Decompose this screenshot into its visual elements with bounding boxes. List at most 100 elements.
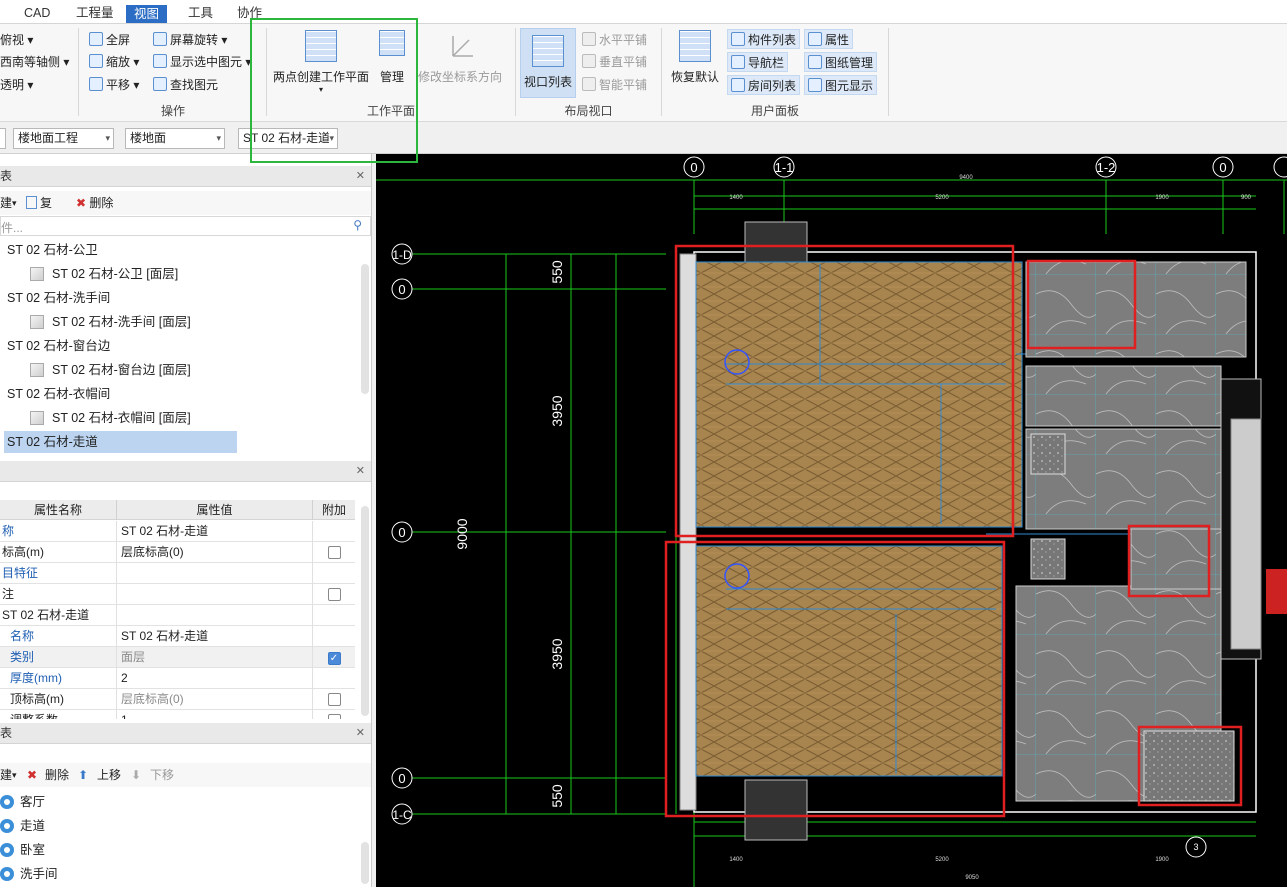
- smart-tile-button[interactable]: 智能平铺: [582, 75, 647, 95]
- tree-item[interactable]: ST 02 石材-公卫 [面层]: [30, 263, 178, 285]
- tree-item[interactable]: ST 02 石材-衣帽间 [面层]: [30, 407, 191, 429]
- drawing-mgmt-toggle[interactable]: 图纸管理: [804, 52, 878, 72]
- menu-view[interactable]: 视图: [126, 5, 168, 23]
- dim-top-seg-3: 900: [1241, 195, 1252, 201]
- cad-viewport[interactable]: 0 1-1 1-2 0 1-D 0 0 0 1-C 550 3950 9000 …: [376, 154, 1287, 887]
- properties-toggle[interactable]: 属性: [804, 29, 854, 49]
- zoom-button[interactable]: 缩放 ▾: [89, 52, 139, 72]
- property-row[interactable]: 目特征: [0, 563, 355, 584]
- new-room-button[interactable]: 建: [0, 768, 13, 782]
- close-icon[interactable]: ✕: [355, 727, 365, 739]
- property-value[interactable]: 1: [117, 710, 313, 719]
- delete-button[interactable]: ✖ 删除: [76, 196, 114, 210]
- properties-icon: [808, 32, 822, 46]
- new-component-button[interactable]: 建: [0, 196, 13, 210]
- navigator-toggle[interactable]: 导航栏: [727, 52, 789, 72]
- gear-icon: [0, 843, 14, 857]
- tree-item-label: ST 02 石材-窗台边 [面层]: [52, 363, 191, 377]
- move-down-button[interactable]: 下移: [150, 768, 175, 782]
- room-item[interactable]: 走道: [0, 814, 45, 838]
- search-icon[interactable]: ⚲: [353, 218, 362, 232]
- property-value[interactable]: [117, 563, 313, 584]
- room-delete-button[interactable]: 删除: [45, 768, 70, 782]
- extra-checkbox[interactable]: [327, 588, 341, 601]
- pan-button[interactable]: 平移 ▾: [89, 75, 139, 95]
- property-row[interactable]: 调整系数1: [0, 710, 355, 719]
- copy-button[interactable]: 复制: [26, 191, 52, 234]
- show-selected-button[interactable]: 显示选中图元 ▾: [153, 52, 251, 72]
- element-display-toggle[interactable]: 图元显示: [804, 75, 878, 95]
- property-row[interactable]: ST 02 石材-走道: [0, 605, 355, 626]
- tree-item[interactable]: ST 02 石材-走道: [4, 431, 237, 453]
- pan-icon: [89, 77, 103, 91]
- room-list-toggle[interactable]: 房间列表: [727, 75, 801, 95]
- search-input[interactable]: 件...: [1, 221, 24, 235]
- element-display-icon: [808, 78, 822, 92]
- restore-default-button[interactable]: 恢复默认: [668, 30, 722, 85]
- top-view-dropdown[interactable]: 俯视 ▾: [0, 33, 34, 47]
- col-prop-name: 属性名称: [0, 500, 117, 520]
- property-value[interactable]: 层底标高(0): [117, 689, 313, 710]
- fullscreen-button[interactable]: 全屏: [89, 30, 130, 50]
- sw-iso-dropdown[interactable]: 西南等轴侧 ▾: [0, 55, 70, 69]
- component-combo[interactable]: ST 02 石材-走道▾: [238, 128, 338, 149]
- property-value[interactable]: 2: [117, 668, 313, 689]
- room-scrollbar[interactable]: [361, 842, 369, 884]
- v-tile-button[interactable]: 垂直平铺: [582, 52, 647, 72]
- room-item[interactable]: 卧室: [0, 838, 45, 862]
- property-value[interactable]: 层底标高(0): [117, 542, 313, 563]
- component-search[interactable]: 件... ⚲: [0, 216, 371, 236]
- menu-cad[interactable]: CAD: [24, 6, 51, 20]
- component-list-toggle[interactable]: 构件列表: [727, 29, 801, 49]
- extra-checkbox[interactable]: [327, 693, 341, 706]
- property-row[interactable]: 类别面层✓: [0, 647, 355, 668]
- highlight-box-bath: [1026, 259, 1137, 350]
- extra-checkbox[interactable]: ✓: [327, 652, 341, 665]
- property-scrollbar[interactable]: [361, 506, 369, 716]
- close-icon[interactable]: ✕: [355, 170, 365, 182]
- property-row[interactable]: 顶标高(m)层底标高(0): [0, 689, 355, 710]
- floor-combo-stub[interactable]: [0, 128, 6, 149]
- property-value[interactable]: 面层: [117, 647, 313, 668]
- room-item[interactable]: 客厅: [0, 790, 45, 814]
- property-value[interactable]: ST 02 石材-走道: [117, 521, 313, 542]
- tree-scrollbar[interactable]: [361, 264, 369, 394]
- screen-rotate-button[interactable]: 屏幕旋转 ▾: [153, 30, 227, 50]
- extra-checkbox[interactable]: [327, 714, 341, 719]
- h-tile-button[interactable]: 水平平铺: [582, 30, 647, 50]
- workplane-manage-button[interactable]: 管理: [374, 30, 410, 85]
- menu-quantity[interactable]: 工程量: [76, 6, 114, 20]
- transparent-dropdown[interactable]: 透明 ▾: [0, 78, 34, 92]
- property-value[interactable]: [117, 584, 313, 605]
- property-row[interactable]: 厚度(mm)2: [0, 668, 355, 689]
- close-icon[interactable]: ✕: [355, 465, 365, 477]
- dim-left-2: 9000: [454, 518, 470, 549]
- room-item[interactable]: 洗手间: [0, 862, 58, 886]
- viewport-list-button[interactable]: 视口列表: [520, 28, 576, 98]
- tree-item[interactable]: ST 02 石材-窗台边 [面层]: [30, 359, 191, 381]
- two-point-workplane-button[interactable]: 两点创建工作平面▾: [272, 30, 370, 94]
- tree-item[interactable]: ST 02 石材-公卫: [4, 239, 98, 261]
- property-row[interactable]: 标高(m)层底标高(0): [0, 542, 355, 563]
- category-combo[interactable]: 楼地面工程▾: [13, 128, 114, 149]
- restore-icon: [679, 30, 711, 62]
- property-value[interactable]: [117, 605, 313, 626]
- move-up-button[interactable]: 上移: [97, 768, 122, 782]
- modify-coord-button[interactable]: 修改坐标系方向: [416, 30, 504, 85]
- property-value[interactable]: ST 02 石材-走道: [117, 626, 313, 647]
- floor-plan-drawing[interactable]: 0 1-1 1-2 0 1-D 0 0 0 1-C 550 3950 9000 …: [376, 154, 1287, 887]
- tree-item[interactable]: ST 02 石材-窗台边: [4, 335, 110, 357]
- tree-item[interactable]: ST 02 石材-洗手间: [4, 287, 110, 309]
- find-element-button[interactable]: 查找图元: [153, 75, 218, 95]
- tree-item-label: ST 02 石材-公卫 [面层]: [52, 267, 179, 281]
- extra-checkbox[interactable]: [327, 546, 341, 559]
- menu-tools[interactable]: 工具: [188, 6, 214, 20]
- tree-item[interactable]: ST 02 石材-洗手间 [面层]: [30, 311, 191, 333]
- type-combo[interactable]: 楼地面▾: [125, 128, 225, 149]
- tree-item[interactable]: ST 02 石材-衣帽间: [4, 383, 110, 405]
- menu-collab[interactable]: 协作: [237, 6, 263, 20]
- property-row[interactable]: 注: [0, 584, 355, 605]
